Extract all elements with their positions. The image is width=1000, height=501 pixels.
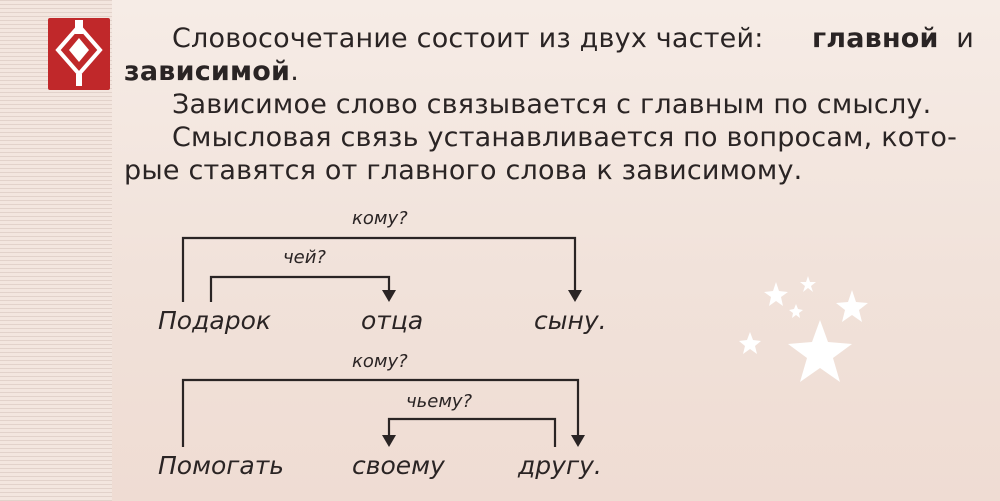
rule-line-1b: зависимой. — [124, 55, 974, 88]
ex2-question-outer: кому? — [352, 351, 408, 372]
rule-line-1-start: Словосочетание состоит из двух частей: — [172, 23, 764, 54]
ex2-outer-connector — [181, 378, 580, 447]
ex1-outer-connector — [181, 236, 577, 302]
rule-emblem-icon — [48, 18, 110, 90]
rule-line-3: Смысловая связь устанавливается по вопро… — [172, 122, 958, 153]
ex2-dep-word-1: своему — [352, 451, 446, 480]
ex2-question-inner: чьему? — [406, 391, 473, 412]
conjunction: и — [956, 23, 974, 54]
ex1-inner-arrowhead — [382, 290, 396, 302]
ex2-outer-arrowhead — [571, 435, 585, 447]
rule-line-4: рые ставятся от главного слова к зависим… — [124, 155, 803, 186]
period: . — [290, 56, 299, 87]
rule-line-2: Зависимое слово связывается с главным по… — [172, 89, 932, 120]
ex1-outer-arrowhead — [568, 290, 582, 302]
ex1-dep-word-2: сыну. — [534, 306, 607, 335]
ex2-inner-arrowhead — [382, 435, 396, 447]
ex1-dep-word-1: отца — [361, 306, 423, 335]
ex1-main-word: Подарок — [158, 306, 271, 335]
stars-decoration — [739, 276, 868, 382]
ex1-question-outer: кому? — [352, 208, 408, 229]
ex2-inner-connector — [387, 417, 557, 447]
rule-text: Словосочетание состоит из двух частей: г… — [124, 22, 974, 187]
main-word: главной — [811, 23, 939, 54]
dependent-word: зависимой — [124, 56, 291, 87]
rule-line-1: Словосочетание состоит из двух частей: г… — [124, 22, 974, 55]
ex1-question-inner: чей? — [283, 247, 326, 268]
ex2-dep-word-2: другу. — [517, 451, 602, 480]
ex1-inner-connector — [209, 275, 391, 302]
ex2-main-word: Помогать — [158, 451, 284, 480]
